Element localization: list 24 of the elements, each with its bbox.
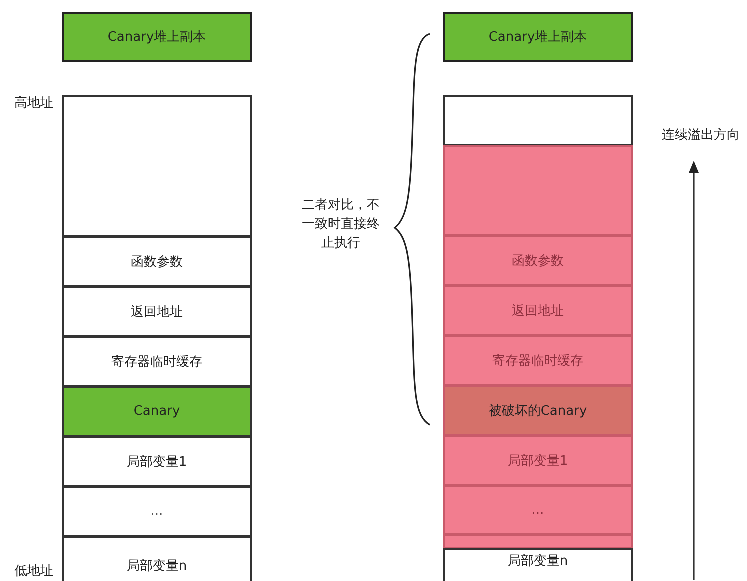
stack-cell: 局部变量1 xyxy=(443,435,633,486)
stack-cell: ... xyxy=(62,486,252,537)
address-label: 低地址 xyxy=(14,563,54,580)
direction-label: 连续溢出方向 xyxy=(661,127,741,144)
stack-cell: ... xyxy=(443,485,633,535)
stack-cell: 被破坏的Canary xyxy=(443,385,633,436)
stack-cell: 返回地址 xyxy=(62,286,252,337)
stack-cell: 局部变量n xyxy=(62,536,252,581)
stack-cell: Canary xyxy=(62,386,252,437)
stack-cell: 寄存器临时缓存 xyxy=(62,336,252,387)
overflow-cell xyxy=(443,534,633,549)
address-label: 高地址 xyxy=(14,95,54,112)
stack-cell xyxy=(62,95,252,237)
copy-box: Canary堆上副本 xyxy=(443,12,633,62)
stack-cell: 寄存器临时缓存 xyxy=(443,335,633,386)
overflow-cell xyxy=(443,145,633,236)
stack-cell xyxy=(443,95,633,146)
stack-cell: 函数参数 xyxy=(62,236,252,287)
stack-cell: 局部变量1 xyxy=(62,436,252,487)
stack-cell: 局部变量n xyxy=(443,548,633,581)
stack-cell: 返回地址 xyxy=(443,285,633,336)
comparison-note: 二者对比，不一致时直接终止执行 xyxy=(301,197,381,253)
copy-box: Canary堆上副本 xyxy=(62,12,252,62)
stack-cell: 函数参数 xyxy=(443,235,633,286)
